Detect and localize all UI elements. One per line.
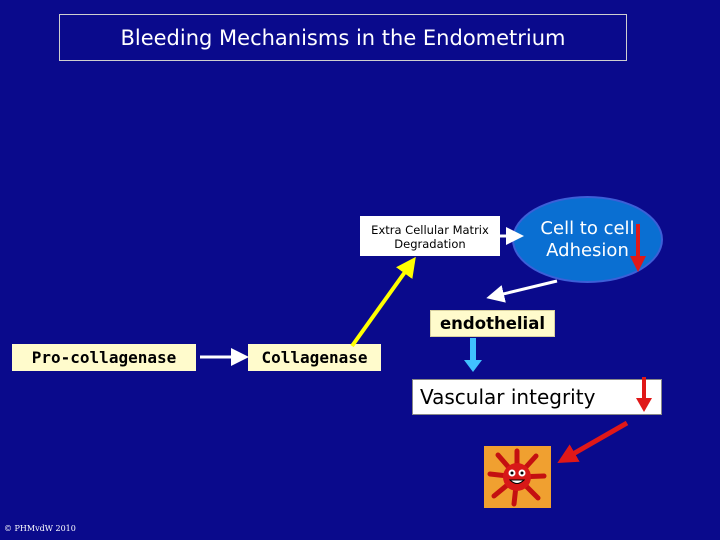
vascular-integrity-box: Vascular integrity [412, 379, 662, 415]
endothelial-label: endothelial [430, 310, 555, 337]
adhesion-decrease-arrow-icon [630, 224, 646, 272]
collagenase-label: Collagenase [248, 344, 381, 371]
adhesion-line-1: Cell to cell [540, 218, 635, 239]
ecm-line-1: Extra Cellular Matrix [371, 223, 489, 237]
vascular-to-cartoon-arrow [557, 420, 629, 463]
slide-title: Bleeding Mechanisms in the Endometrium [59, 14, 627, 61]
collagenase-to-ecm-arrow [350, 256, 416, 348]
ecm-line-2: Degradation [394, 237, 466, 251]
vascular-decrease-arrow-icon [636, 377, 652, 412]
adhesion-line-2: Adhesion [546, 240, 629, 261]
endothelial-to-vascular-arrow [464, 338, 482, 372]
cartoon-icon [484, 446, 551, 508]
pro-collagenase-label: Pro-collagenase [12, 344, 196, 371]
adhesion-to-endothelial-arrow [486, 279, 558, 303]
copyright-notice: © PHMvdW 2010 [4, 524, 76, 533]
ecm-degradation-box: Extra Cellular Matrix Degradation [360, 216, 500, 256]
